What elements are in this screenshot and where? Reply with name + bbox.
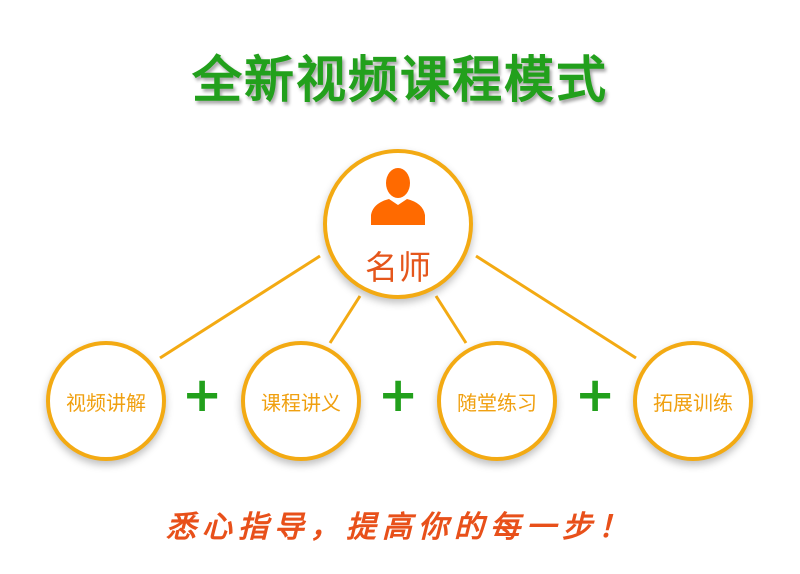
person-icon — [371, 168, 425, 225]
item-label: 视频讲解 — [66, 391, 146, 415]
connector-line — [434, 295, 468, 344]
page-title: 全新视频课程模式 — [192, 51, 608, 109]
item-label: 拓展训练 — [653, 391, 733, 415]
item-extended-training: 拓展训练 — [633, 341, 753, 461]
connector-line — [475, 254, 637, 360]
item-video-lecture: 视频讲解 — [46, 341, 166, 461]
connector-line — [159, 254, 321, 360]
item-course-notes: 课程讲义 — [241, 341, 361, 461]
item-label: 课程讲义 — [261, 391, 341, 415]
item-label: 随堂练习 — [457, 391, 537, 415]
item-class-exercises: 随堂练习 — [437, 341, 557, 461]
teacher-label: 名师 — [365, 248, 431, 287]
teacher-node: 名师 — [323, 149, 473, 299]
connector-line — [328, 295, 362, 344]
plus-sign: + — [378, 367, 419, 423]
slogan: 悉心指导，提高你的每一步！ — [166, 510, 634, 545]
plus-sign: + — [182, 367, 223, 423]
plus-sign: + — [575, 367, 616, 423]
